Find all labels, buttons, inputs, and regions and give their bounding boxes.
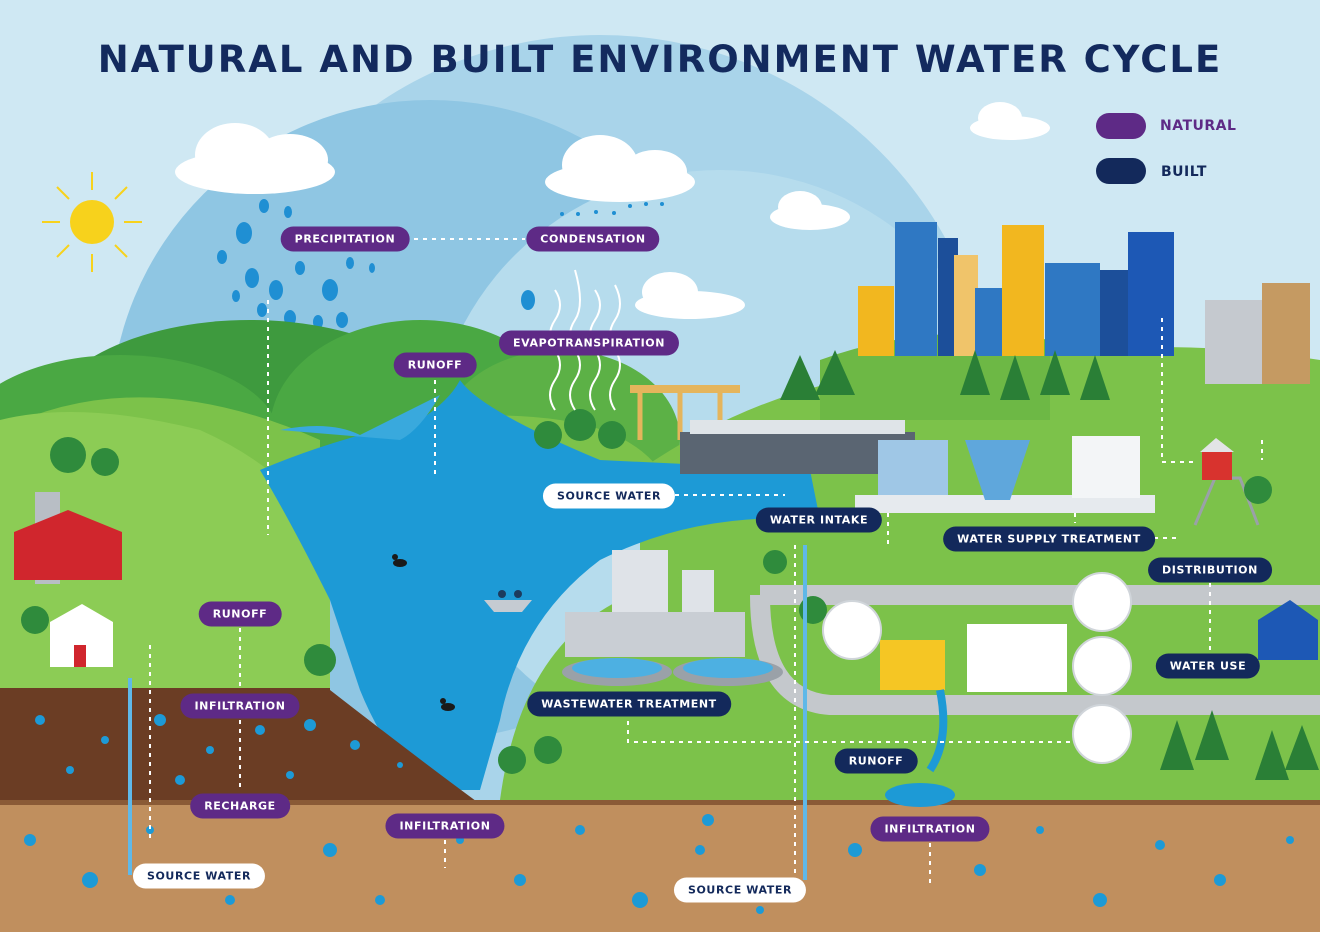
page-title: NATURAL AND BUILT ENVIRONMENT WATER CYCL…: [97, 38, 1223, 81]
label-water-intake: WATER INTAKE: [755, 507, 883, 533]
house-icon: [880, 624, 1067, 692]
label-water-supply-treatment: WATER SUPPLY TREATMENT: [943, 526, 1155, 552]
dam-icon: [680, 420, 915, 474]
label-runoff-farm: RUNOFF: [198, 601, 282, 627]
label-infiltration-city: INFILTRATION: [870, 816, 990, 842]
label-source-water-deep: SOURCE WATER: [673, 877, 807, 903]
label-runoff-hills: RUNOFF: [393, 352, 477, 378]
duck-icon: [440, 698, 455, 711]
cloud-icon: [545, 135, 695, 202]
cloud-icon: [635, 272, 745, 319]
label-infiltration-farm: INFILTRATION: [180, 693, 300, 719]
label-evapotranspiration: EVAPOTRANSPIRATION: [498, 330, 680, 356]
sun-icon: [42, 172, 142, 272]
cloud-icon: [770, 191, 850, 230]
washing-machine-icon: [1072, 636, 1132, 696]
shower-icon: [1072, 704, 1132, 764]
cloud-icon: [970, 102, 1050, 140]
water-tower-icon: [1193, 438, 1260, 526]
house-icon: [1258, 600, 1318, 660]
barn-icon: [14, 492, 122, 584]
label-source-water-lake: SOURCE WATER: [542, 483, 676, 509]
wastewater-plant-icon: [562, 550, 783, 686]
legend-built-label: BUILT: [1161, 164, 1207, 180]
sprinkler-icon: [822, 600, 882, 660]
legend-built-swatch: [1096, 158, 1146, 184]
label-infiltration-lake: INFILTRATION: [385, 813, 505, 839]
label-precipitation: PRECIPITATION: [280, 226, 410, 252]
legend-natural-label: NATURAL: [1160, 118, 1237, 134]
label-source-water-well: SOURCE WATER: [132, 863, 266, 889]
label-runoff-city: RUNOFF: [834, 748, 918, 774]
toilet-icon: [1072, 572, 1132, 632]
boat-icon: [484, 590, 532, 612]
label-distribution: DISTRIBUTION: [1148, 557, 1272, 583]
legend-natural-swatch: [1096, 113, 1146, 139]
water-treatment-plant-icon: [855, 436, 1155, 513]
label-recharge: RECHARGE: [190, 793, 290, 819]
city-skyline-icon: [858, 222, 1310, 384]
label-condensation: CONDENSATION: [526, 226, 660, 252]
label-water-use: WATER USE: [1155, 653, 1261, 679]
label-wastewater-treatment: WASTEWATER TREATMENT: [527, 691, 731, 717]
house-icon: [50, 604, 113, 667]
duck-icon: [392, 554, 407, 567]
cloud-icon: [175, 123, 335, 194]
